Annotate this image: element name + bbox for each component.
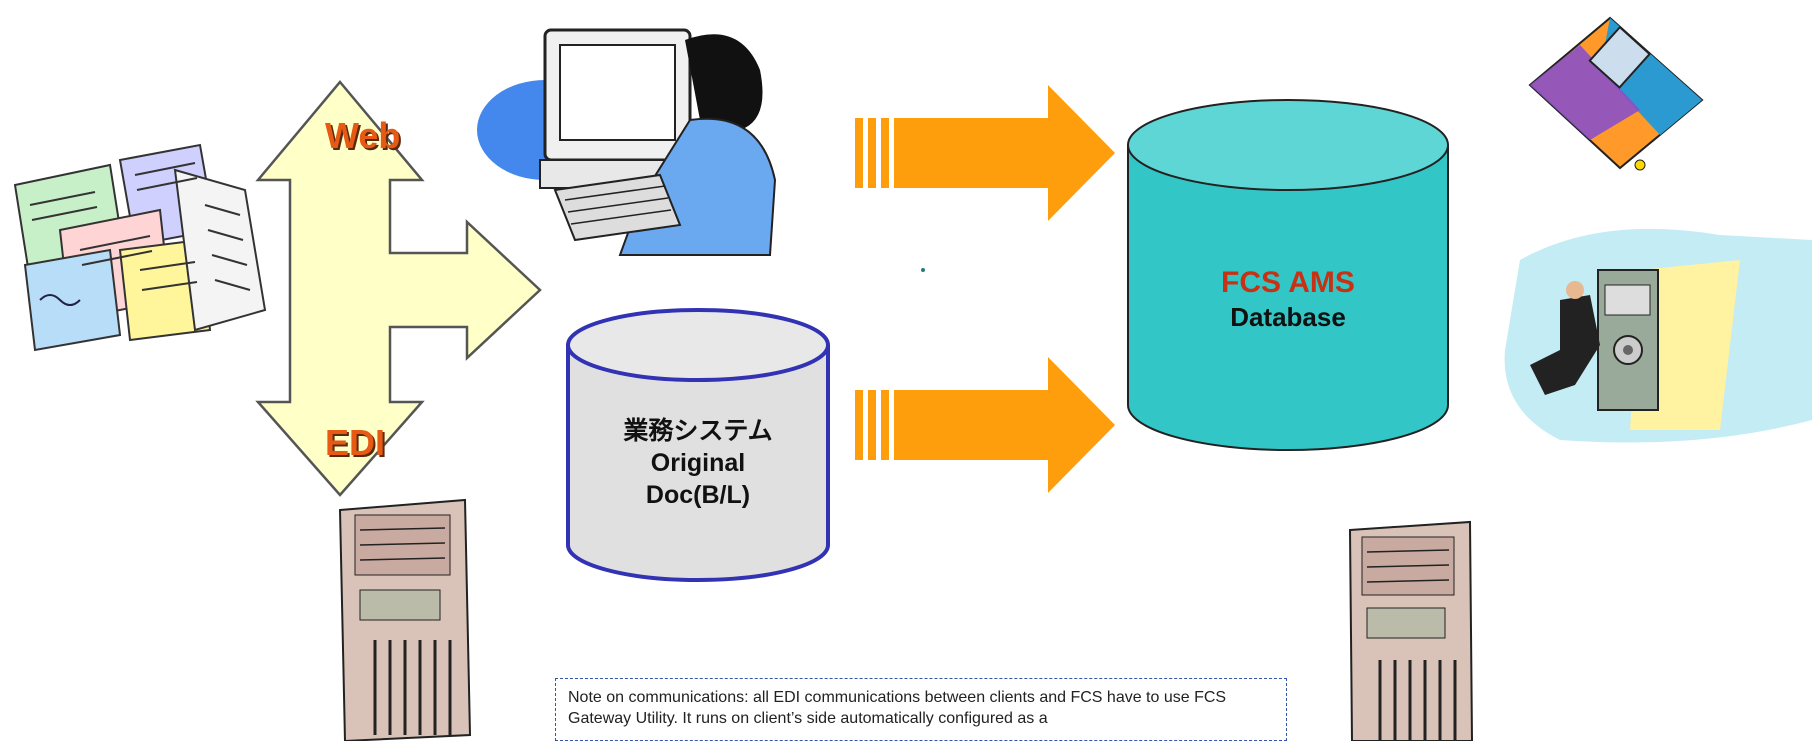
documents-icon bbox=[13, 143, 267, 352]
communications-note-text: Note on communications: all EDI communic… bbox=[568, 689, 1227, 727]
fcs-ams-db-label: FCS AMS Database bbox=[1128, 265, 1448, 333]
runner-door-icon bbox=[1504, 228, 1812, 443]
web-edi-branch-arrow bbox=[255, 80, 542, 497]
edi-label: EDI bbox=[325, 422, 386, 463]
dot-marker bbox=[921, 268, 925, 272]
communications-note: Note on communications: all EDI communic… bbox=[555, 678, 1287, 741]
fcs-ams-database bbox=[1127, 99, 1449, 451]
orange-arrow-bottom bbox=[855, 357, 1115, 493]
woman-at-computer-icon bbox=[477, 28, 777, 256]
server-tower-icon bbox=[338, 498, 472, 741]
fcs-ams-title: FCS AMS bbox=[1221, 266, 1355, 299]
floppy-disk-icon bbox=[1528, 16, 1704, 171]
original-doc-line1: 業務システム bbox=[623, 417, 773, 445]
original-doc-db-label: 業務システム Original Doc(B/L) bbox=[568, 415, 828, 511]
orange-arrow-top bbox=[855, 85, 1115, 221]
original-doc-database bbox=[566, 308, 830, 582]
original-doc-line3: Doc(B/L) bbox=[645, 481, 751, 509]
server-tower-icon bbox=[1348, 520, 1474, 741]
fcs-ams-subtitle: Database bbox=[1230, 302, 1346, 332]
web-label: Web bbox=[325, 115, 401, 156]
original-doc-line2: Original bbox=[650, 449, 746, 477]
